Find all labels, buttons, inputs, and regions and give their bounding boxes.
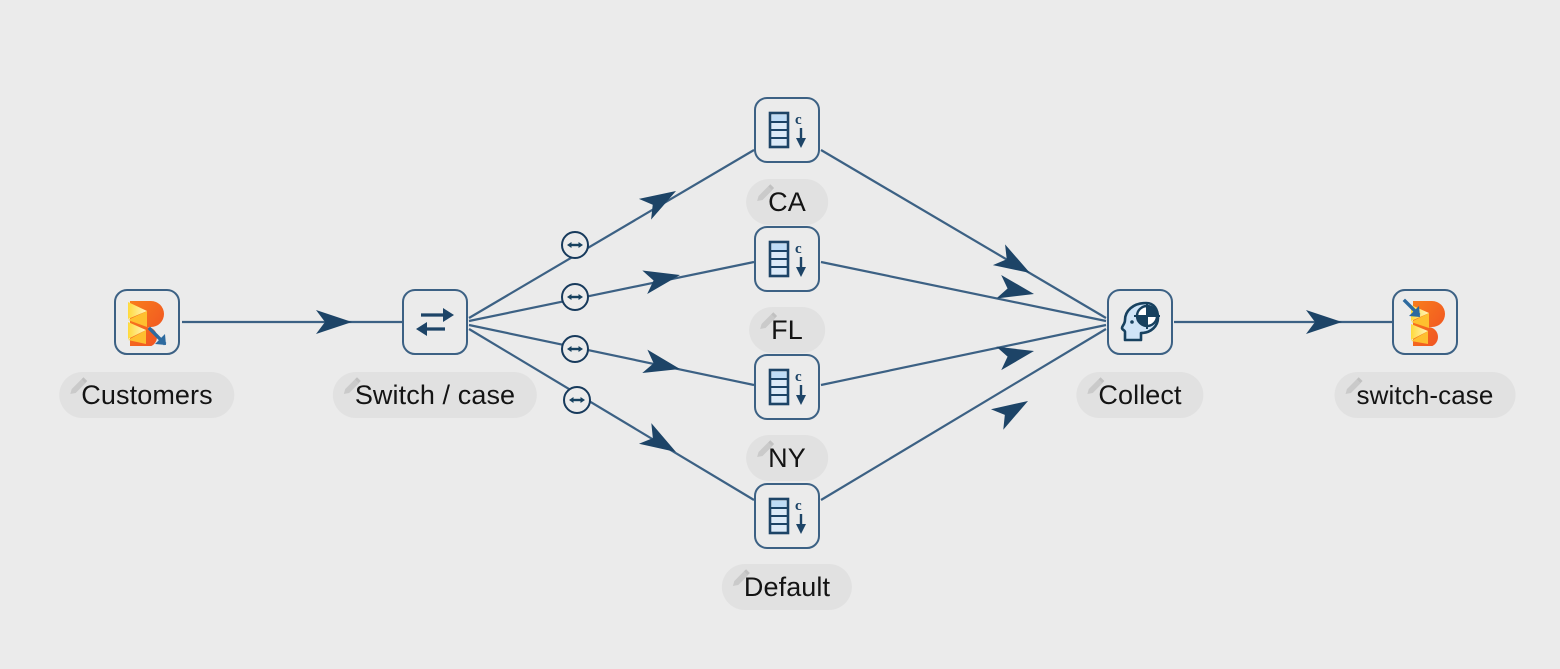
- target-dataset-icon: [1402, 298, 1445, 346]
- edge-badge-ca[interactable]: [561, 231, 589, 259]
- label-switch-case[interactable]: Switch / case: [332, 372, 538, 418]
- edit-pencil-icon[interactable]: [758, 311, 778, 331]
- label-text: switch-case: [1356, 380, 1494, 410]
- arrow-switch-fl: [642, 270, 680, 295]
- edit-pencil-icon[interactable]: [731, 568, 751, 588]
- node-case-ca[interactable]: c: [754, 97, 820, 163]
- arrow-ny-collect: [996, 346, 1034, 371]
- edge-arrowheads: [316, 191, 1342, 452]
- bidirectional-arrow-icon: [567, 346, 583, 352]
- arrow-switch-default: [638, 423, 676, 452]
- label-text: Switch / case: [354, 379, 516, 410]
- column-case-icon: c: [768, 111, 806, 149]
- edge-switch-fl: [468, 260, 755, 323]
- label-case-ny[interactable]: NY: [746, 435, 828, 481]
- edit-pencil-icon[interactable]: [342, 376, 362, 396]
- node-case-default[interactable]: c: [754, 483, 820, 549]
- edge-ny-collect: [820, 323, 1107, 387]
- label-text: Default: [743, 571, 831, 602]
- node-switch-case[interactable]: [402, 289, 468, 355]
- bidirectional-arrow-icon: [567, 294, 583, 300]
- arrow-collect-output: [1306, 310, 1342, 334]
- label-text: FL: [771, 314, 803, 345]
- edit-pencil-icon[interactable]: [1085, 376, 1105, 396]
- svg-text:c: c: [795, 498, 802, 514]
- source-dataset-icon: [128, 301, 167, 346]
- edit-pencil-icon[interactable]: [68, 376, 88, 396]
- column-case-icon: c: [768, 368, 806, 406]
- arrow-switch-ny: [642, 349, 680, 374]
- node-output-dataset[interactable]: [1392, 289, 1458, 355]
- collect-head-icon: [1120, 301, 1160, 342]
- label-case-ca[interactable]: CA: [746, 179, 828, 225]
- label-text: Customers: [81, 379, 213, 410]
- svg-text:c: c: [795, 241, 802, 257]
- column-case-icon: c: [768, 497, 806, 535]
- column-case-icon: c: [768, 240, 806, 278]
- edge-fl-collect: [820, 260, 1107, 323]
- node-case-fl[interactable]: c: [754, 226, 820, 292]
- bidirectional-arrow-icon: [567, 242, 583, 248]
- arrow-default-collect: [990, 401, 1028, 430]
- svg-text:c: c: [795, 112, 802, 128]
- edit-pencil-icon[interactable]: [755, 439, 775, 459]
- label-text: NY: [768, 442, 806, 473]
- label-case-default[interactable]: Default: [721, 564, 853, 610]
- edge-badge-ny[interactable]: [561, 335, 589, 363]
- edge-switch-ca: [468, 149, 755, 319]
- edge-ca-collect: [820, 149, 1107, 319]
- node-case-ny[interactable]: c: [754, 354, 820, 420]
- edge-badge-fl[interactable]: [561, 283, 589, 311]
- edit-pencil-icon[interactable]: [755, 183, 775, 203]
- arrow-customers-switch: [316, 310, 352, 334]
- label-text: CA: [768, 186, 806, 217]
- edge-default-collect: [820, 328, 1107, 501]
- node-customers[interactable]: [114, 289, 180, 355]
- edit-pencil-icon[interactable]: [1344, 376, 1364, 396]
- label-collect[interactable]: Collect: [1076, 372, 1204, 418]
- switch-case-icon: [416, 308, 454, 336]
- svg-text:c: c: [795, 369, 802, 385]
- edge-badge-default[interactable]: [563, 386, 591, 414]
- label-customers[interactable]: Customers: [59, 372, 235, 418]
- arrow-ca-collect: [992, 244, 1030, 273]
- node-collect[interactable]: [1107, 289, 1173, 355]
- arrow-fl-collect: [996, 274, 1034, 299]
- label-text: Collect: [1098, 379, 1182, 410]
- bidirectional-arrow-icon: [569, 397, 585, 403]
- arrow-switch-ca: [638, 191, 676, 220]
- label-case-fl[interactable]: FL: [749, 307, 825, 353]
- label-output-dataset[interactable]: switch-case: [1334, 372, 1516, 418]
